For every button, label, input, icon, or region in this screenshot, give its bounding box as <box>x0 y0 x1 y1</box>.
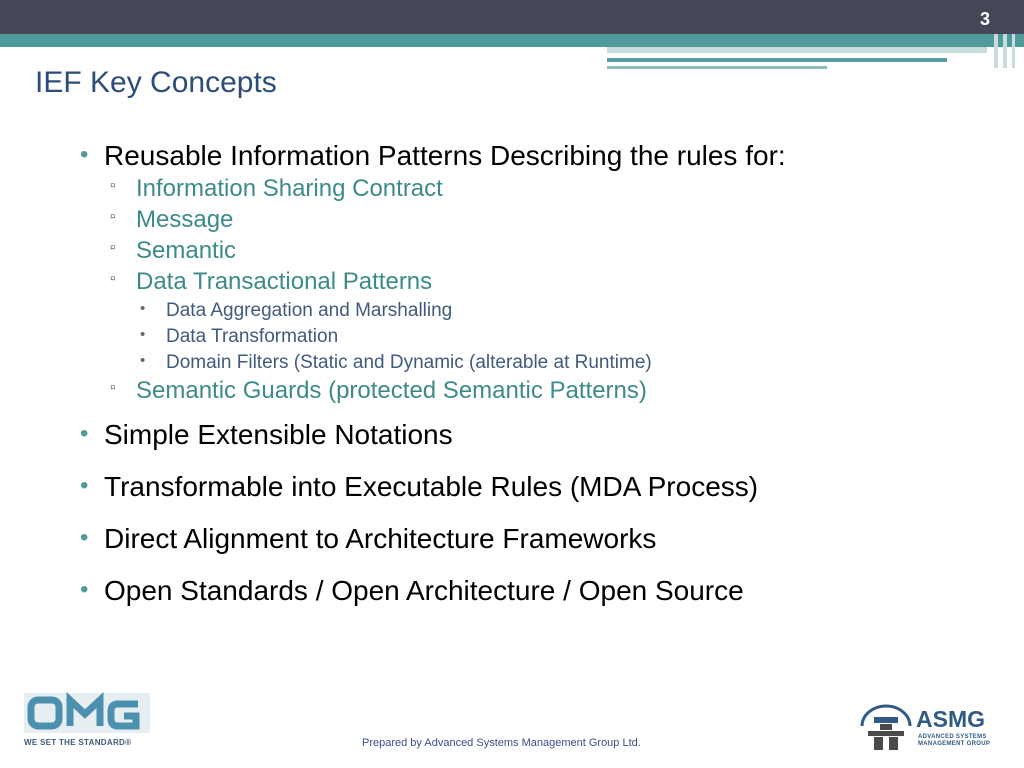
square-bullet-icon: ▫ <box>110 239 116 256</box>
sub-bullet-item: ▫ Data Transactional Patterns <box>80 268 1000 296</box>
small-bullet-icon: • <box>140 352 146 369</box>
asmg-logo: ASMG ADVANCED SYSTEMS MANAGEMENT GROUP <box>858 704 998 754</box>
sub-bullet-text: Message <box>136 206 234 233</box>
bullet-item: • Direct Alignment to Architecture Framew… <box>80 523 1000 555</box>
header-accent-stripe <box>607 66 827 69</box>
header-accent-stripe <box>607 58 947 62</box>
square-bullet-icon: ▫ <box>110 379 116 396</box>
slide-title: IEF Key Concepts <box>35 66 277 99</box>
bullet-item: • Reusable Information Patterns Describin… <box>80 140 1000 172</box>
bullet-text: Open Standards / Open Architecture / Ope… <box>104 575 744 606</box>
sub-bullet-text: Semantic <box>136 237 237 264</box>
square-bullet-icon: ▫ <box>110 270 116 287</box>
sub-sub-bullet-text: Data Transformation <box>166 326 339 347</box>
sub-sub-bullet-text: Domain Filters (Static and Dynamic (alte… <box>166 352 652 373</box>
omg-tagline: WE SET THE STANDARD® <box>24 738 132 747</box>
sub-bullet-text: Data Transactional Patterns <box>136 268 433 295</box>
omg-logo-mark-icon <box>24 691 150 733</box>
sub-bullet-item: ▫ Semantic <box>80 237 1000 265</box>
header-accent-band <box>0 34 1024 47</box>
bullet-item: • Simple Extensible Notations <box>80 419 1000 451</box>
asmg-subtitle: ADVANCED SYSTEMS MANAGEMENT GROUP <box>918 734 990 748</box>
bullet-dot-icon: • <box>80 420 89 447</box>
square-bullet-icon: ▫ <box>110 208 116 225</box>
small-bullet-icon: • <box>140 300 146 317</box>
sub-bullet-text: Information Sharing Contract <box>136 175 443 202</box>
sub-sub-bullet-text: Data Aggregation and Marshalling <box>166 300 453 321</box>
bullet-dot-icon: • <box>80 524 89 551</box>
bullet-dot-icon: • <box>80 576 89 603</box>
bullet-text: Direct Alignment to Architecture Framewo… <box>104 523 657 554</box>
sub-bullet-item: ▫ Semantic Guards (protected Semantic Pat… <box>80 377 1000 405</box>
header-accent-vbar <box>1012 34 1015 68</box>
bullet-text: Reusable Information Patterns Describing… <box>104 140 786 171</box>
bullet-dot-icon: • <box>80 141 89 168</box>
sub-sub-bullet-item: • Data Transformation <box>80 326 1000 348</box>
asmg-subtitle-line: ADVANCED SYSTEMS <box>918 734 987 740</box>
slide-footer: Prepared by Advanced Systems Management … <box>362 737 641 749</box>
bullet-item: • Transformable into Executable Rules (MD… <box>80 471 1000 503</box>
inukshuk-icon <box>860 704 912 750</box>
sub-sub-bullet-item: • Domain Filters (Static and Dynamic (alt… <box>80 352 1000 374</box>
sub-bullet-item: ▫ Message <box>80 206 1000 234</box>
header-accent-stripe <box>607 47 987 53</box>
bullet-dot-icon: • <box>80 472 89 499</box>
bullet-text: Simple Extensible Notations <box>104 419 453 450</box>
small-bullet-icon: • <box>140 326 146 343</box>
header-bar: 3 <box>0 0 1024 34</box>
omg-logo: WE SET THE STANDARD® <box>22 690 152 752</box>
square-bullet-icon: ▫ <box>110 177 116 194</box>
header-accent-vbar <box>1003 34 1007 68</box>
bullet-list: • Reusable Information Patterns Describin… <box>80 140 1000 607</box>
bullet-item: • Open Standards / Open Architecture / Op… <box>80 575 1000 607</box>
sub-bullet-text: Semantic Guards (protected Semantic Patt… <box>136 377 647 404</box>
slide-number: 3 <box>979 9 990 29</box>
sub-sub-bullet-item: • Data Aggregation and Marshalling <box>80 300 1000 322</box>
header-accent-vbar <box>994 34 998 68</box>
asmg-subtitle-line: MANAGEMENT GROUP <box>918 741 991 747</box>
asmg-wordmark: ASMG <box>916 706 985 732</box>
sub-bullet-item: ▫ Information Sharing Contract <box>80 175 1000 203</box>
bullet-text: Transformable into Executable Rules (MDA… <box>104 471 759 502</box>
